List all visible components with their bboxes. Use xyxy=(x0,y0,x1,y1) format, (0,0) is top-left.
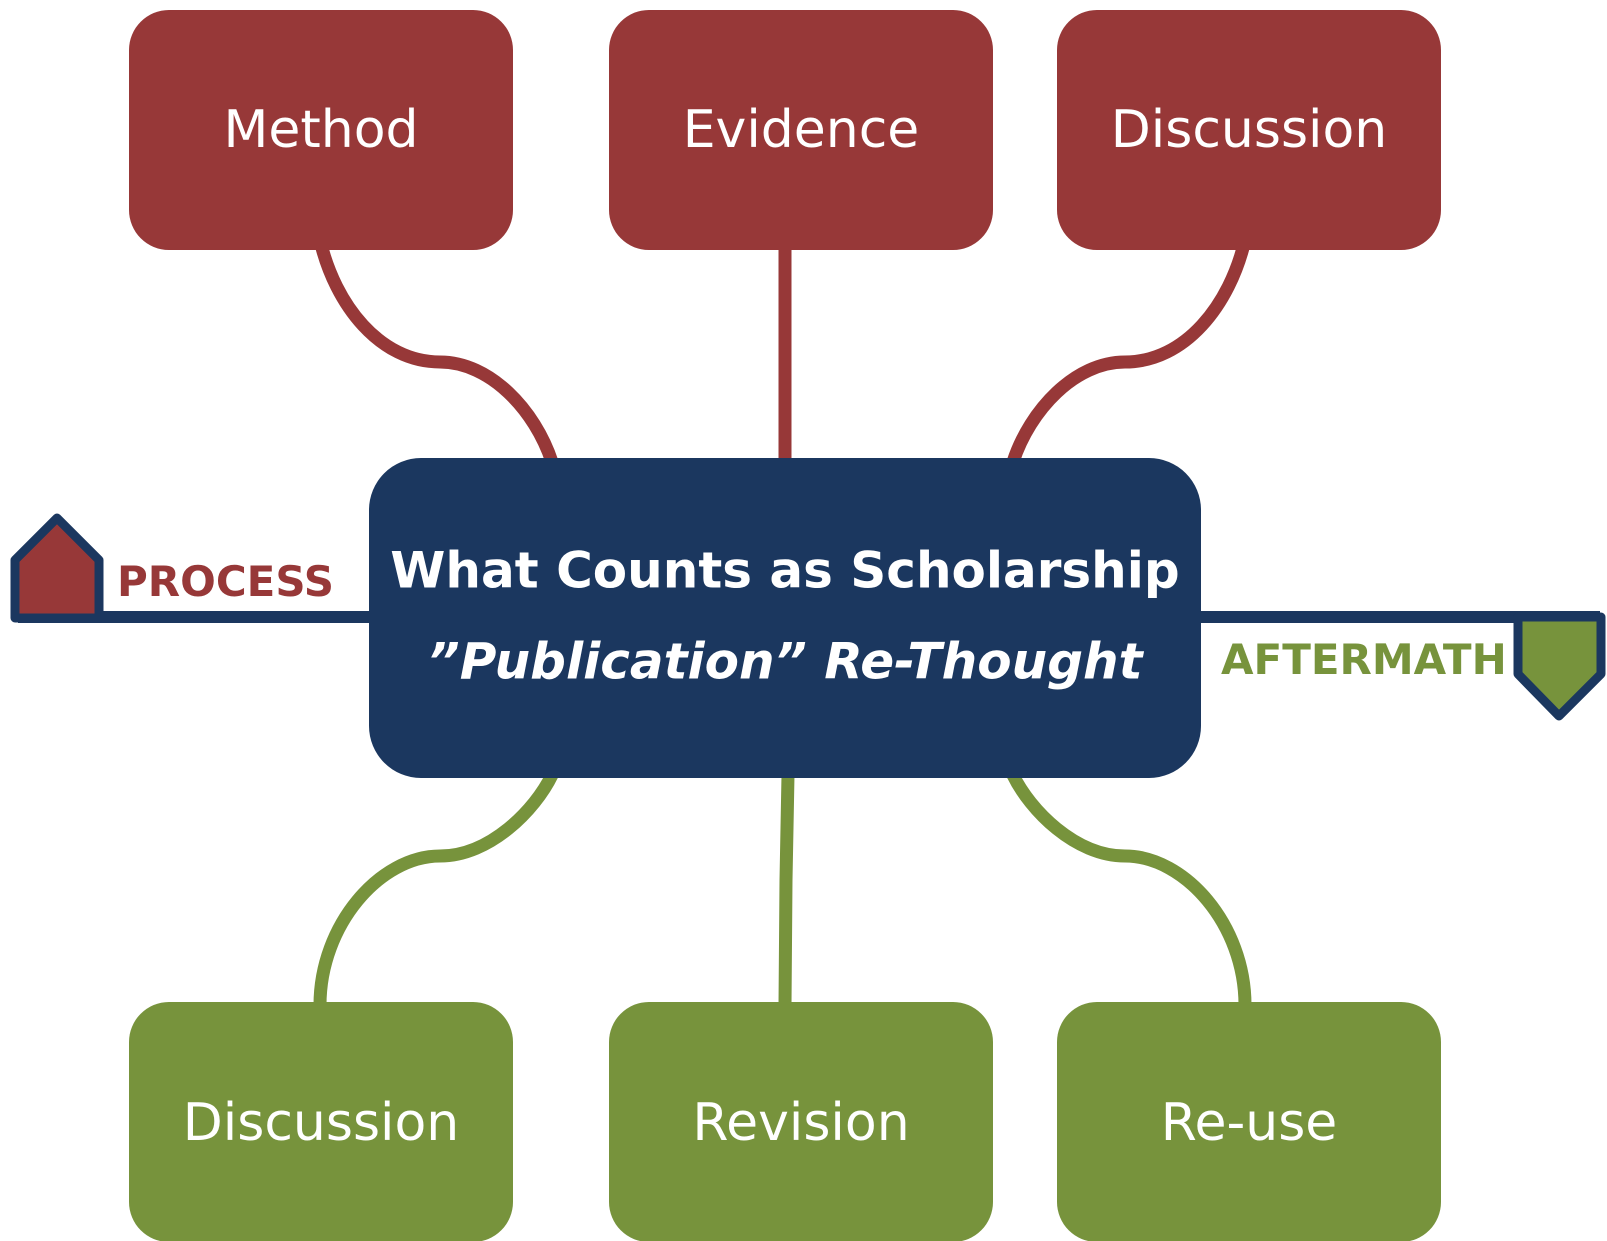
aftermath-label: AFTERMATH xyxy=(1221,635,1507,684)
box-shape xyxy=(1057,1002,1441,1241)
aftermath-box-revision: Revision xyxy=(609,1002,993,1241)
process-label: PROCESS xyxy=(117,557,334,606)
aftermath-box-reuse: Re-use xyxy=(1057,1002,1441,1241)
connector-method xyxy=(313,238,559,465)
center-box: What Counts as Scholarship ”Publication”… xyxy=(369,458,1201,778)
center-title: What Counts as Scholarship xyxy=(390,542,1179,600)
connector-revision xyxy=(778,774,795,1006)
box-label: Discussion xyxy=(183,1093,460,1153)
process-boxes: Method Evidence Discussion xyxy=(129,10,1441,250)
box-shape xyxy=(609,10,993,250)
connector-discussion-bottom xyxy=(313,772,558,1006)
aftermath-connectors xyxy=(313,772,1252,1006)
center-subtitle: ”Publication” Re-Thought xyxy=(428,633,1145,691)
connector-reuse xyxy=(1007,772,1252,1006)
process-connectors xyxy=(313,238,1252,465)
box-shape xyxy=(129,1002,513,1241)
aftermath-box-discussion: Discussion xyxy=(129,1002,513,1241)
process-box-evidence: Evidence xyxy=(609,10,993,250)
box-label: Method xyxy=(223,100,418,160)
box-label: Revision xyxy=(692,1093,909,1153)
box-shape xyxy=(609,1002,993,1241)
process-box-method: Method xyxy=(129,10,513,250)
process-box-discussion: Discussion xyxy=(1057,10,1441,250)
box-shape xyxy=(1057,10,1441,250)
down-arrow-pentagon-icon xyxy=(1513,612,1606,721)
aftermath-boxes: Discussion Revision Re-use xyxy=(129,1002,1441,1241)
box-label: Re-use xyxy=(1161,1093,1338,1153)
box-label: Evidence xyxy=(683,100,920,160)
up-arrow-pentagon-icon xyxy=(10,513,104,623)
connector-discussion-top xyxy=(1006,238,1252,465)
center-box-shape xyxy=(369,458,1201,778)
box-label: Discussion xyxy=(1111,100,1388,160)
box-shape xyxy=(129,10,513,250)
